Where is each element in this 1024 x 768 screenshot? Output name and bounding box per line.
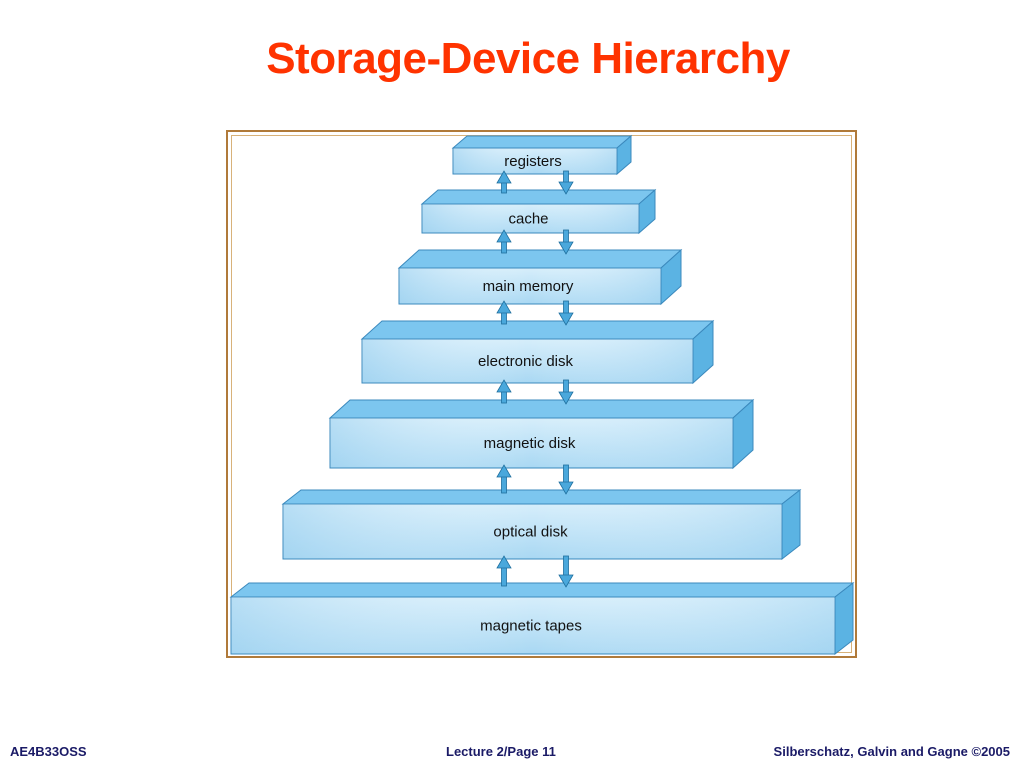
down-arrow-head xyxy=(558,312,574,326)
level-optical-disk: optical disk xyxy=(281,488,802,561)
level-registers: registers xyxy=(451,134,633,176)
level-label: registers xyxy=(504,153,562,170)
level-cache: cache xyxy=(420,188,657,235)
up-arrow xyxy=(496,300,512,325)
level-top-face xyxy=(229,582,855,598)
down-arrow xyxy=(558,464,574,495)
level-top-face xyxy=(451,135,633,149)
footer-course-code: AE4B33OSS xyxy=(10,744,87,759)
footer-page-number: Lecture 2/Page 11 xyxy=(446,744,556,759)
hierarchy-arrows xyxy=(496,170,574,588)
level-magnetic-tapes: magnetic tapes xyxy=(229,581,855,656)
up-arrow-head xyxy=(496,300,512,314)
level-front-shading xyxy=(232,598,834,653)
level-label: magnetic disk xyxy=(484,435,576,452)
level-front-shading xyxy=(423,205,638,232)
level-front-shading xyxy=(454,149,616,173)
level-top-face xyxy=(360,320,715,340)
level-label: main memory xyxy=(483,278,574,295)
up-arrow-head xyxy=(496,555,512,569)
up-arrow xyxy=(496,555,512,587)
up-arrow xyxy=(496,170,512,194)
level-front-shading xyxy=(331,419,732,467)
level-electronic-disk: electronic disk xyxy=(360,319,715,385)
up-arrow-head xyxy=(496,229,512,243)
down-arrow xyxy=(558,300,574,326)
level-top-face xyxy=(328,399,755,419)
level-label: electronic disk xyxy=(478,353,574,370)
level-top-face xyxy=(397,249,683,269)
slide-title: Storage-Device Hierarchy xyxy=(266,34,790,83)
up-arrow-head xyxy=(496,379,512,393)
level-label: magnetic tapes xyxy=(480,618,582,635)
down-arrow-head xyxy=(558,181,574,195)
up-arrow-head xyxy=(496,170,512,184)
level-front-shading xyxy=(400,269,660,303)
down-arrow xyxy=(558,555,574,588)
up-arrow xyxy=(496,379,512,404)
down-arrow xyxy=(558,229,574,255)
level-label: optical disk xyxy=(493,524,568,541)
up-arrow xyxy=(496,229,512,254)
down-arrow-head xyxy=(558,241,574,255)
level-front-shading xyxy=(284,505,781,558)
level-label: cache xyxy=(508,211,548,228)
up-arrow xyxy=(496,464,512,494)
hierarchy-levels: registers cache main memory electronic disk… xyxy=(229,134,855,656)
down-arrow-head xyxy=(558,574,574,588)
level-top-face xyxy=(281,489,802,505)
level-front-shading xyxy=(363,340,692,382)
level-magnetic-disk: magnetic disk xyxy=(328,398,755,470)
footer-credit: Silberschatz, Galvin and Gagne ©2005 xyxy=(773,744,1010,759)
level-main-memory: main memory xyxy=(397,248,683,306)
level-top-face xyxy=(420,189,657,205)
down-arrow xyxy=(558,379,574,405)
up-arrow-head xyxy=(496,464,512,478)
down-arrow xyxy=(558,170,574,195)
down-arrow-head xyxy=(558,391,574,405)
down-arrow-head xyxy=(558,481,574,495)
